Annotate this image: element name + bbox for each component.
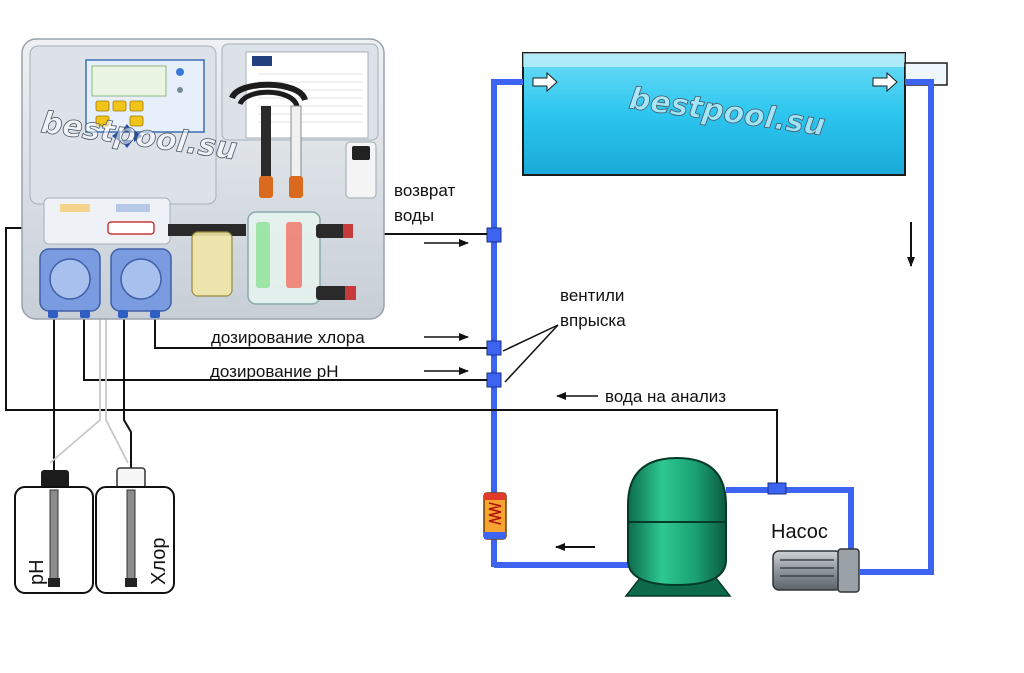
pump-label: Насос bbox=[771, 521, 828, 543]
injection-tees bbox=[486, 227, 787, 495]
dosing-station: bestpool.su bbox=[21, 38, 385, 320]
controller-buttons bbox=[95, 100, 144, 127]
sample-tee bbox=[767, 482, 787, 495]
return-water-label-line2: воды bbox=[394, 206, 434, 225]
canister-ph: pH bbox=[14, 470, 94, 594]
canister-ph-label: pH bbox=[26, 559, 48, 585]
return-water-label-line1: возврат bbox=[394, 181, 455, 200]
pool: bestpool.su bbox=[522, 52, 948, 176]
peristaltic-pump-chlorine bbox=[110, 248, 172, 312]
injection-valves-label-line1: вентили bbox=[560, 286, 624, 305]
outlet-arrow-icon bbox=[872, 71, 898, 93]
filter-cup bbox=[191, 231, 233, 297]
injection-valves-label-line2: впрыска bbox=[560, 311, 626, 330]
peristaltic-pump-ph bbox=[39, 248, 101, 312]
ph-dosing-label: дозирование pH bbox=[210, 362, 338, 381]
sand-filter bbox=[624, 456, 732, 597]
chlorine-dosing-label: дозирование хлора bbox=[211, 328, 365, 347]
heater bbox=[483, 492, 507, 540]
heater-coil-icon bbox=[488, 502, 502, 525]
label-arrows bbox=[424, 239, 598, 400]
redox-probe bbox=[290, 105, 302, 189]
flow-arrows bbox=[555, 222, 915, 551]
water-for-analysis-label: вода на анализ bbox=[605, 387, 726, 406]
ph-probe bbox=[261, 106, 271, 188]
canister-chlorine-label: Хлор bbox=[148, 538, 170, 585]
pump: Насос bbox=[771, 521, 860, 593]
suction-tubes-light bbox=[49, 318, 129, 464]
canister-chlorine: Хлор bbox=[95, 467, 175, 594]
inlet-arrow-icon bbox=[532, 71, 558, 93]
